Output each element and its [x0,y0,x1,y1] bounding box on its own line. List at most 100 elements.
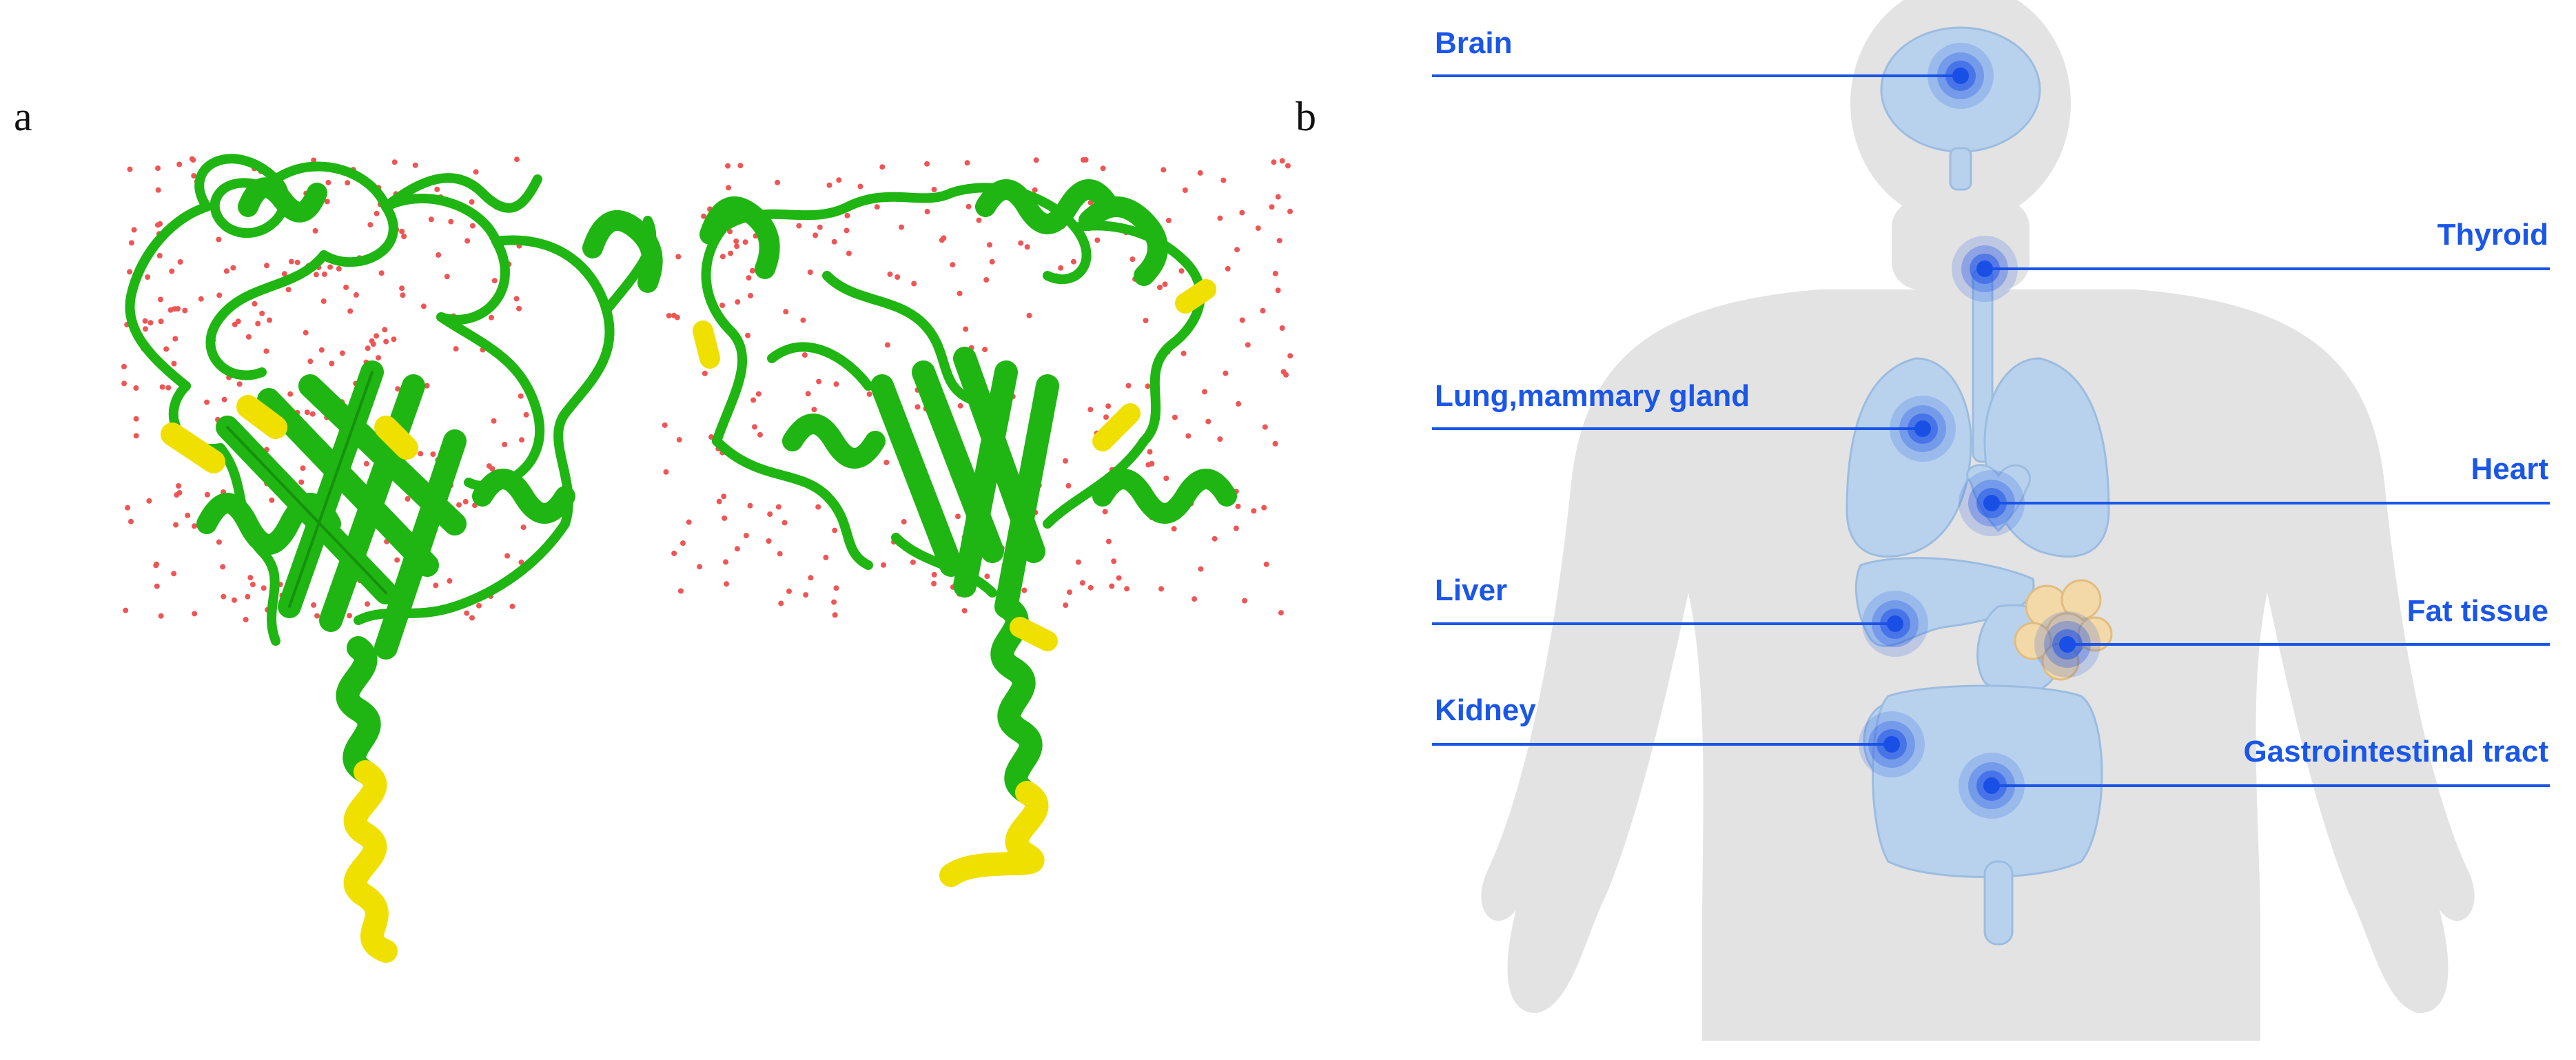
water-dot [1165,217,1172,223]
water-dot [158,318,164,325]
water-dot [374,333,380,339]
water-dot [269,497,275,503]
water-dot [1235,503,1241,509]
water-dot [1087,407,1094,413]
water-dot [469,199,475,205]
water-dot [172,336,178,342]
water-dot [1129,256,1136,263]
water-dot [939,237,945,243]
water-dot [1283,371,1289,378]
water-dot [1185,433,1192,439]
water-dot [957,402,963,409]
water-dot [158,613,164,619]
water-dot [347,308,354,314]
kidney-marker [1859,711,1925,777]
water-dot [235,318,241,325]
water-dot [128,518,134,524]
water-dot [734,243,740,249]
water-dot [347,613,352,619]
water-dot [857,183,863,190]
water-dot [230,265,236,271]
protein-structure-panel [121,154,1294,963]
water-dot [723,559,729,565]
water-dot [722,515,728,521]
water-dot [464,238,471,244]
water-dot [1225,265,1231,272]
water-dot [476,602,482,609]
water-dot [728,250,734,256]
water-dot [123,607,129,613]
water-dot [963,326,969,332]
water-dot [1021,587,1028,593]
water-dot [167,307,174,313]
water-dot [176,483,182,489]
fat-tissue-label: Fat tissue [2406,594,2548,628]
water-dot [1205,418,1212,425]
water-dot [1018,240,1024,246]
water-dot [191,173,197,179]
panel-a-letter: a [14,94,32,139]
water-dot [363,460,369,467]
water-dot [165,385,172,391]
water-dot [676,437,682,443]
water-dot [737,163,744,169]
water-dot [249,582,256,588]
water-dot [1079,580,1085,586]
water-dot [430,451,436,457]
water-dot [307,358,314,365]
water-dot [781,520,788,526]
water-dot [767,511,773,517]
water-dot [984,573,990,580]
water-dot [775,179,781,185]
water-dot [300,465,306,471]
water-dot [752,424,757,430]
water-dot [382,327,388,333]
water-dot [176,161,183,167]
water-dot [245,593,251,600]
water-dot [833,381,839,387]
water-dot [663,469,669,475]
water-dot [1033,157,1039,163]
gastrointestinal-tract-label: Gastrointestinal tract [2243,735,2548,768]
water-dot [329,360,335,367]
water-dot [127,269,133,275]
water-dot [378,270,385,276]
water-dot [192,523,197,529]
water-dot [950,262,956,268]
water-dot [311,157,317,163]
leader-lines [1432,74,2550,787]
water-dot [367,222,374,228]
water-dot [1162,281,1168,287]
water-dot [881,562,886,568]
liver-label: Liver [1435,573,1508,607]
water-dot [796,223,802,229]
water-dot [1145,383,1151,389]
water-dot [486,463,492,469]
water-dot [910,559,916,565]
water-dot [1236,400,1242,407]
water-dot [671,312,677,318]
lung-mammary-gland-label: Lung,mammary gland [1435,379,1750,413]
water-dot [800,317,806,323]
water-dot [1103,414,1109,420]
water-dot [719,254,726,260]
water-dot [469,223,476,229]
water-dot [895,274,901,280]
water-dot [1202,389,1207,395]
water-dot [313,272,319,278]
water-dot [1275,194,1281,200]
panel-b-letter: b [1296,94,1316,139]
water-dot [866,391,872,397]
water-dot [125,504,131,511]
water-dot [811,407,817,413]
water-dot [1212,536,1218,542]
water-dot [400,292,406,298]
water-dot [509,603,515,609]
water-dot [1279,158,1285,164]
water-dot [964,160,970,166]
water-dot [1032,187,1038,193]
water-dot [155,222,161,228]
water-dot [955,513,961,520]
water-dot [1075,559,1081,565]
water-dot [1287,208,1293,214]
